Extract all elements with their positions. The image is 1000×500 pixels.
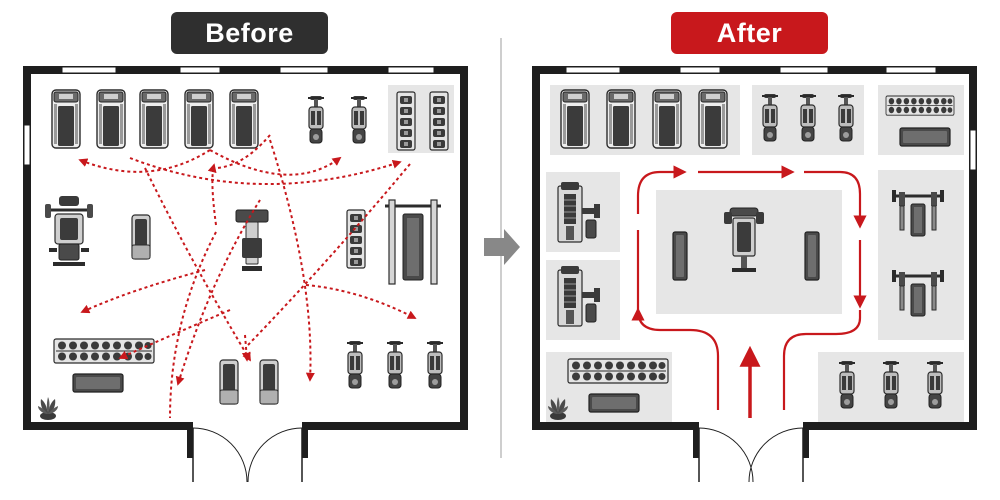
dumbbell-rack-icon [885,95,955,116]
plant-icon [548,397,568,420]
plant-icon [38,397,58,420]
door-icon [698,427,804,483]
elliptical-icon [426,340,444,389]
squat-rack-icon [890,268,946,318]
after-floor-plan [532,66,977,483]
weight-bench-icon [899,127,951,147]
dumbbell-rack-icon [53,338,155,364]
treadmill-icon [652,89,682,149]
smith-machine-icon [383,198,443,286]
before-windows [23,66,435,166]
treadmill-icon [184,89,214,149]
after-label: After [671,12,828,54]
treadmill-icon [606,89,636,149]
after-walls [532,66,977,458]
weight-bench-icon [72,373,124,393]
dumbbell-rack-icon [396,91,416,151]
seated-machine-icon [131,214,151,260]
treadmill-icon [698,89,728,149]
treadmill-icon [560,89,590,149]
before-traffic-arrows [78,134,417,419]
treadmill-icon [139,89,169,149]
weight-bench-icon [672,231,688,281]
before-floor-plan [23,66,468,483]
dumbbell-rack-icon [567,358,669,384]
elliptical-icon [386,340,404,389]
weight-bench-icon [804,231,820,281]
elliptical-icon [346,340,364,389]
treadmill-icon [51,89,81,149]
after-traffic-arrows [631,165,867,418]
before-walls [23,66,468,458]
door-icon [192,427,303,483]
seated-machine-icon [259,359,279,405]
treadmill-icon [229,89,259,149]
dumbbell-rack-icon [429,91,449,151]
weight-bench-icon [235,209,269,272]
lat-pulldown-icon [43,194,95,268]
seated-machine-icon [219,359,239,405]
squat-rack-icon [890,188,946,238]
arrow-right-icon [484,229,520,265]
elliptical-icon [350,95,368,144]
after-windows [565,66,977,171]
before-label: Before [171,12,328,54]
treadmill-icon [96,89,126,149]
elliptical-icon [307,95,325,144]
weight-bench-icon [588,393,640,413]
